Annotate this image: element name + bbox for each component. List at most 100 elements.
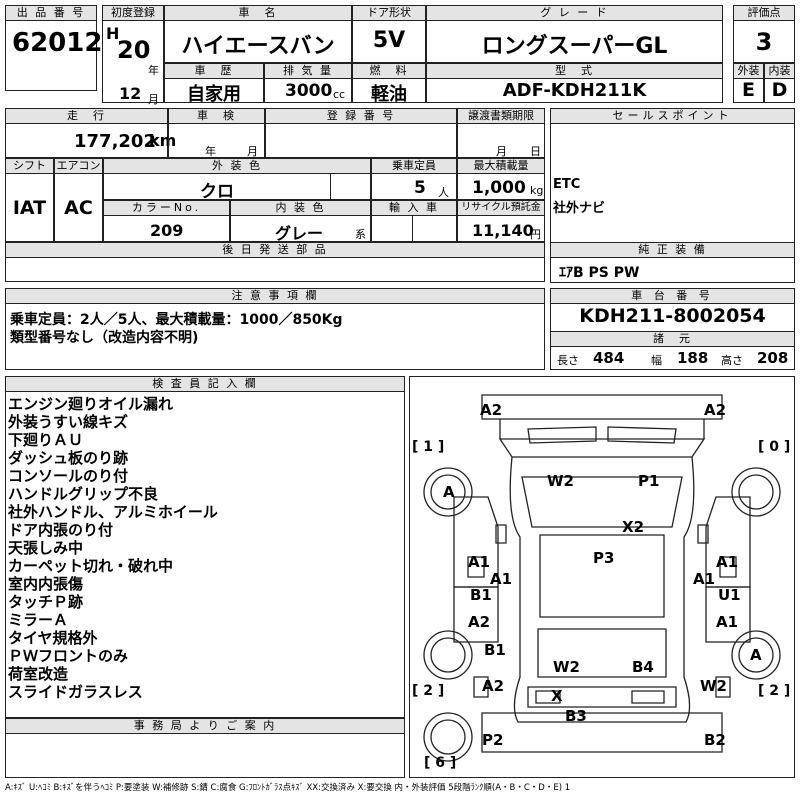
tire-right-top: 0 <box>769 439 780 455</box>
office-label: 事 務 局 よ り ご 案 内 <box>6 719 404 734</box>
inspector-lines: エンジン廻りオイル漏れ 外装うすい線キズ 下廻りＡＵ ダッシュ板のり跡 コンソー… <box>6 392 404 701</box>
inspector-cell: 検 査 員 記 入 欄 エンジン廻りオイル漏れ 外装うすい線キズ 下廻りＡＵ ダ… <box>5 376 405 718</box>
damage-mark: A2 <box>482 677 505 695</box>
interior-color-suffix: 系 <box>355 228 366 241</box>
door-type: 5V <box>372 28 406 53</box>
interior-color-label: 内 装 色 <box>231 201 370 216</box>
inspector-line: エンジン廻りオイル漏れ <box>8 395 174 413</box>
inspector-line: ダッシュ板のり跡 <box>8 449 129 467</box>
damage-mark: B1 <box>470 586 492 604</box>
damage-mark: A2 <box>468 613 491 631</box>
car-diagram: [ 1 ] [ 0 ] [ 2 ] [ 2 ] [ 6 ] A2 A2 W2 P… <box>409 376 795 778</box>
ac-cell: エアコン AC <box>54 158 103 242</box>
tire-left-top: 1 <box>423 439 434 455</box>
displacement-unit: cc <box>333 88 346 101</box>
mileage-label: 走 行 <box>6 109 167 124</box>
max-load-unit: kg <box>530 184 544 197</box>
damage-mark: A1 <box>468 553 491 571</box>
fuel-label: 燃 料 <box>353 64 425 79</box>
height: 208 <box>757 349 789 367</box>
exterior-grade-cell: 外装 E <box>733 63 764 103</box>
damage-mark: X2 <box>622 518 645 536</box>
ac: AC <box>64 197 93 219</box>
notes-line-1: 乗車定員：2人／5人、最大積載量：1000／850Kg <box>10 312 343 328</box>
damage-mark: A1 <box>716 613 739 631</box>
equipment: ｴｱB PS PW <box>559 265 640 281</box>
inspector-line: ドア内張のり付 <box>8 521 114 539</box>
inspector-line: コンソールのり付 <box>8 467 129 485</box>
color-divider <box>330 174 331 200</box>
interior-color: グレー <box>275 224 324 243</box>
damage-mark: B4 <box>632 658 654 676</box>
tire-right-top-bracket: [ 0 ] <box>758 439 791 455</box>
damage-mark: B3 <box>565 707 587 725</box>
tire-left-bottom: 2 <box>423 683 434 699</box>
door-cell: ドア形状 5V <box>352 5 426 63</box>
capacity-label: 乗車定員 <box>372 159 456 174</box>
recycle-label: リサイクル預託金 <box>458 201 544 216</box>
transfer-cell: 譲渡書類期限 月 日 <box>457 108 545 158</box>
rating-cell: 評価点 3 <box>733 5 795 63</box>
car-name: ハイエースバン <box>181 34 335 59</box>
recycle-cell: リサイクル預託金 11,140 円 <box>457 200 545 242</box>
equipment-label: 純 正 装 備 <box>551 242 794 258</box>
damage-mark: A1 <box>490 570 513 588</box>
recycle-unit: 円 <box>530 228 541 241</box>
capacity: 5 <box>414 178 426 198</box>
fuel-cell: 燃 料 軽油 <box>352 63 426 105</box>
length-label: 長さ <box>557 354 579 367</box>
color-number-label: カラーNo. <box>104 201 229 216</box>
exterior-label: 外装 <box>734 64 763 79</box>
max-load-cell: 最大積載量 1,000 kg <box>457 158 545 200</box>
interior-grade: D <box>771 79 788 101</box>
max-load: 1,000 <box>472 178 526 198</box>
history: 自家用 <box>187 84 241 105</box>
inspector-line: 社外ハンドル、アルミホイール <box>8 503 218 521</box>
color-label: 外 装 色 <box>104 159 370 174</box>
model: ADF-KDH211K <box>502 80 647 101</box>
reg-number-label: 登 録 番 号 <box>266 109 456 124</box>
era: H <box>106 24 120 43</box>
mileage: 177,202 <box>74 131 156 152</box>
lot-number-cell: 出 品 番 号 62012 <box>5 5 102 91</box>
first-registration-cell: 初度登録 H 20 年 12 月 <box>102 5 164 106</box>
interior-label: 内装 <box>765 64 794 79</box>
year-unit: 年 <box>148 64 159 77</box>
max-load-label: 最大積載量 <box>458 159 544 174</box>
damage-mark: U1 <box>718 586 741 604</box>
damage-mark: A1 <box>716 553 739 571</box>
width-label: 幅 <box>651 354 662 367</box>
inspector-line: スライドガラスレス <box>8 683 143 701</box>
parts-cell: 後 日 発 送 部 品 <box>5 242 545 282</box>
tire-right-bottom: 2 <box>769 683 780 699</box>
sales-line-2: 社外ナビ <box>553 201 606 216</box>
lot-number: 62012 <box>12 28 103 58</box>
displacement: 3000 <box>285 81 333 101</box>
damage-mark: B2 <box>704 731 726 749</box>
damage-mark: P1 <box>638 472 660 490</box>
mileage-unit: km <box>149 131 177 150</box>
shift-label: シフト <box>6 159 53 174</box>
grade-label: グ レ ー ド <box>427 6 722 21</box>
exterior-grade: E <box>742 79 755 101</box>
transfer-day-unit: 日 <box>530 145 541 158</box>
chassis-number: KDH211-8002054 <box>579 305 766 327</box>
reg-number-cell: 登 録 番 号 <box>265 108 457 158</box>
history-cell: 車 歴 自家用 <box>164 63 264 105</box>
damage-mark: W2 <box>700 677 727 695</box>
history-label: 車 歴 <box>165 64 263 79</box>
model-label: 型 式 <box>427 64 722 79</box>
interior-color-cell: 内 装 色 グレー 系 <box>230 200 371 243</box>
damage-mark: W2 <box>547 472 574 490</box>
damage-mark: A2 <box>704 401 727 419</box>
inspector-line: 天張しみ中 <box>8 539 84 557</box>
specs-label: 諸 元 <box>551 331 794 347</box>
inspection-month-unit: 月 <box>247 145 258 158</box>
displacement-label: 排 気 量 <box>265 64 351 79</box>
registration-month: 12 <box>119 84 142 103</box>
notes-line-2: 類型番号なし（改造内容不明) <box>10 330 199 346</box>
damage-mark: A2 <box>480 401 503 419</box>
inspector-line: カーペット切れ・破れ中 <box>8 557 174 575</box>
grade-cell: グ レ ー ド ロングスーパーGL <box>426 5 723 63</box>
grade: ロングスーパーGL <box>481 34 668 59</box>
